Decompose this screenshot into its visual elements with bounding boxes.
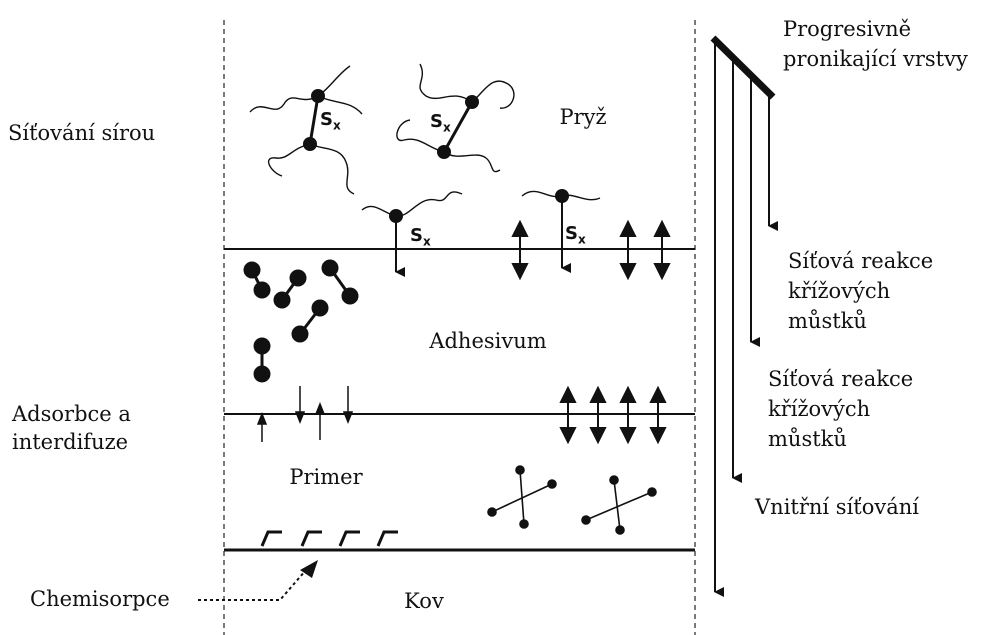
layer-label-adhesive: Adhesivum [429, 329, 547, 353]
label-chemisorption: Chemisorpce [30, 587, 170, 611]
label-crosslink-reaction-1: Síťová reakce křížových můstků [788, 249, 934, 333]
chemisorption-bonds [260, 530, 398, 547]
interface-double-arrows-middle [559, 385, 667, 445]
rubber-chain-1 [249, 65, 363, 195]
rubber-chain-3 [361, 191, 463, 277]
interface-double-arrows-top [511, 219, 671, 281]
layer-label-primer: Primer [289, 465, 363, 489]
adsorption-arrows [256, 386, 354, 442]
penetration-arrows [714, 42, 778, 597]
adhesive-molecules [243, 259, 359, 383]
rubber-chain-4 [521, 189, 601, 273]
primer-cross-molecules [487, 465, 657, 535]
label-adsorption-interdiffusion: Adsorbce a interdifuze [12, 402, 131, 454]
sulfur-bridge-label-4: Sx [565, 223, 586, 247]
rubber-chain-2 [396, 63, 515, 173]
sulfur-bridge-label-2: Sx [430, 111, 451, 135]
label-crosslink-reaction-2: Síťová reakce křížových můstků [768, 367, 914, 451]
progressive-layers-diagonal [710, 35, 776, 100]
layer-label-metal: Kov [404, 589, 444, 613]
label-sulfur-crosslinking: Síťování sírou [8, 121, 156, 145]
sulfur-bridge-label-1: Sx [320, 109, 341, 133]
layer-label-rubber: Pryž [559, 105, 607, 129]
sulfur-bridge-label-3: Sx [410, 225, 431, 249]
chemisorption-leader [198, 560, 318, 601]
label-internal-crosslinking: Vnitřní síťování [755, 495, 920, 519]
label-progressive-layers: Progresivně pronikající vrstvy [783, 17, 968, 71]
